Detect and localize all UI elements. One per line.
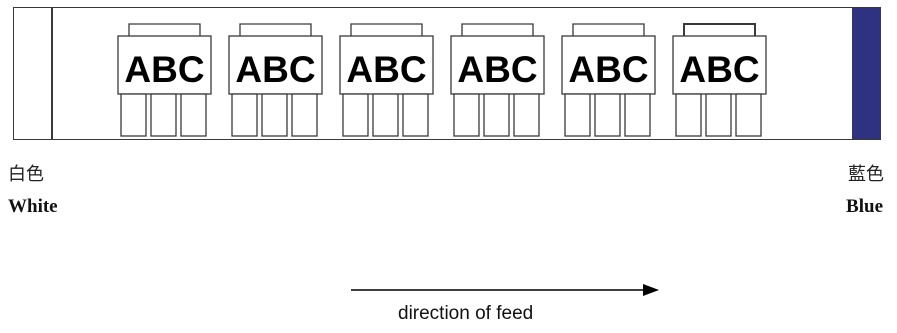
label-text: ABC <box>124 49 204 90</box>
label-bottom-cell <box>705 93 732 137</box>
blue-english-label: Blue <box>846 196 883 217</box>
label-bottom-cell <box>291 93 318 137</box>
label-body <box>228 35 323 95</box>
label-bottom-cell <box>150 93 177 137</box>
white-end-divider <box>51 8 53 139</box>
blue-chinese-label: 藍色 <box>848 164 884 185</box>
label-text: ABC <box>346 49 426 90</box>
white-english-label: White <box>8 196 58 217</box>
label-top-tab <box>572 23 645 36</box>
label-bottom-cell <box>180 93 207 137</box>
abc-label: ABC <box>228 23 323 137</box>
label-strip <box>13 7 881 140</box>
label-bottom-cell <box>231 93 258 137</box>
label-bottom-cell <box>513 93 540 137</box>
white-chinese-label: 白色 <box>8 164 44 185</box>
label-text: ABC <box>457 49 537 90</box>
label-bottom-cell <box>372 93 399 137</box>
label-bottom-cell <box>402 93 429 137</box>
label-top-tab <box>350 23 423 36</box>
abc-label: ABC <box>339 23 434 137</box>
label-top-tab <box>683 23 756 36</box>
label-bottom-cell <box>624 93 651 137</box>
label-bottom-cell <box>453 93 480 137</box>
feed-direction-arrow <box>351 284 659 296</box>
abc-label: ABC <box>561 23 656 137</box>
label-bottom-cell <box>261 93 288 137</box>
abc-label: ABC <box>450 23 545 137</box>
abc-label: ABC <box>672 23 767 137</box>
feed-direction-caption: direction of feed <box>398 303 534 324</box>
blue-end-band <box>852 8 880 139</box>
label-bottom-cell <box>120 93 147 137</box>
feed-arrow-head <box>643 284 659 296</box>
label-text: ABC <box>679 49 759 90</box>
label-text: ABC <box>568 49 648 90</box>
label-text: ABC <box>235 49 315 90</box>
label-body <box>117 35 212 95</box>
label-top-tab <box>461 23 534 36</box>
labels-group: ABC ABC ABC ABC ABC ABC <box>117 23 767 137</box>
label-top-tab <box>128 23 201 36</box>
label-bottom-cell <box>342 93 369 137</box>
label-top-tab <box>239 23 312 36</box>
abc-label: ABC <box>117 23 212 137</box>
label-bottom-cell <box>675 93 702 137</box>
label-bottom-cell <box>483 93 510 137</box>
label-bottom-cell <box>564 93 591 137</box>
label-bottom-cell <box>735 93 762 137</box>
label-bottom-cell <box>594 93 621 137</box>
